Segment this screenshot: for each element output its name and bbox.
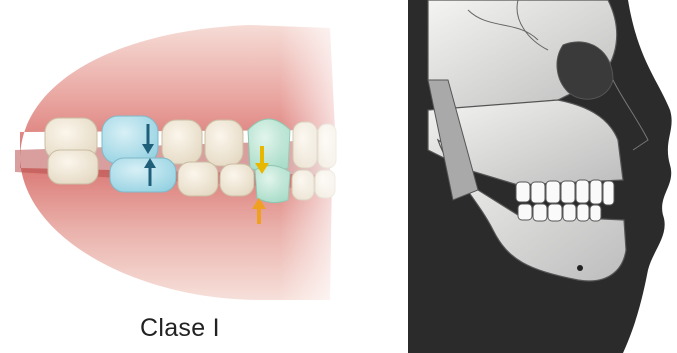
dental-occlusion-illustration	[0, 0, 350, 310]
skull-lateral-profile-illustration	[408, 0, 677, 353]
skull-illustration-panel	[408, 0, 677, 353]
dental-illustration-panel: Clase I	[0, 0, 350, 353]
figure-caption: Clase I	[140, 314, 260, 343]
